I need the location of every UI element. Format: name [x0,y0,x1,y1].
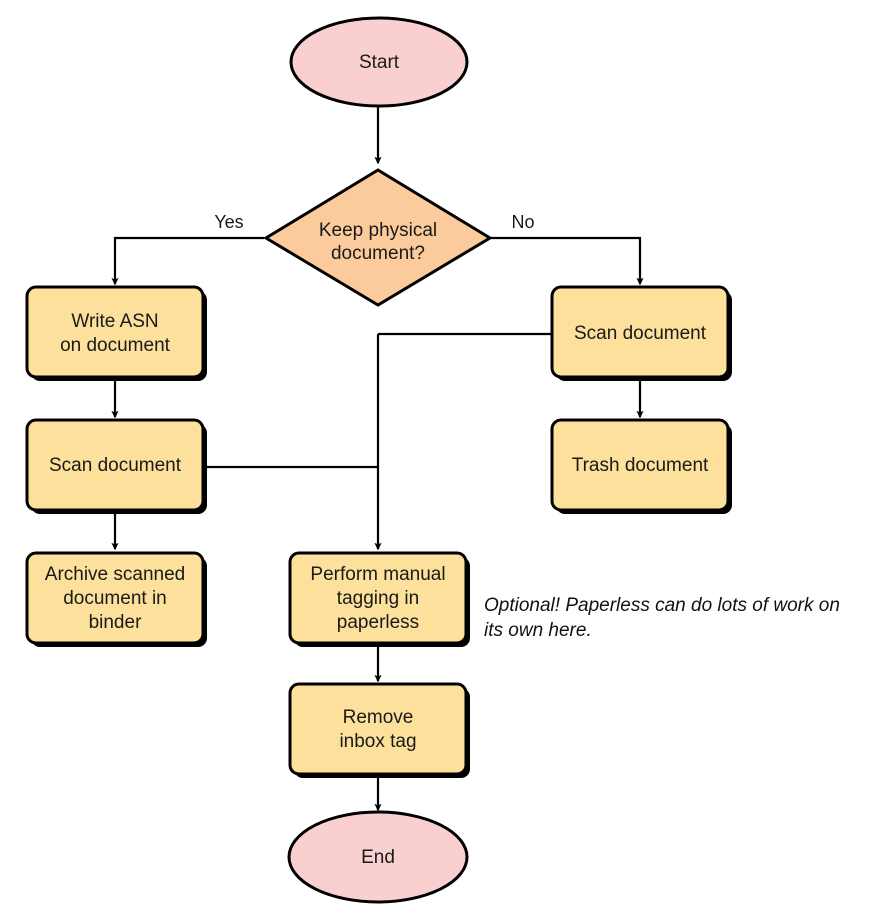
node-archive-label-line1: Archive scanned [45,564,185,585]
node-start-label: Start [359,52,400,73]
node-scan-document-right[interactable]: Scan document [550,285,732,381]
node-decision-label-line2: document? [331,243,425,264]
node-scan-document-left-label: Scan document [49,455,182,476]
node-decision-label-line1: Keep physical [319,220,437,241]
edges-layer [111,105,644,812]
node-tagging-label-line2: tagging in [337,588,419,609]
node-end[interactable]: End [287,810,469,904]
edge-label-no: No [511,212,534,232]
node-tagging-label-line1: Perform manual [310,564,445,585]
node-trash-document[interactable]: Trash document [550,418,732,514]
node-archive-label-line2: document in [63,588,167,609]
node-tagging-label-line3: paperless [337,612,419,633]
node-end-label: End [361,847,395,868]
node-scan-document-left[interactable]: Scan document [25,418,207,514]
node-perform-manual-tagging[interactable]: Perform manual tagging in paperless [288,551,470,647]
node-remove-inbox-tag[interactable]: Remove inbox tag [288,682,470,778]
note-line2: its own here. [484,620,592,641]
edge-decision-yes-to-write-asn [111,236,264,286]
node-scan-document-right-label: Scan document [574,323,707,344]
node-write-asn[interactable]: Write ASN on document [25,285,207,381]
node-write-asn-label-line2: on document [60,335,171,356]
edge-labels-layer: Yes No [214,212,534,232]
node-write-asn-label-line1: Write ASN [71,311,158,332]
node-archive-scanned-document[interactable]: Archive scanned document in binder [25,551,207,647]
node-remove-inbox-label-line1: Remove [343,707,414,728]
node-decision-keep-physical-document[interactable]: Keep physical document? [263,168,493,307]
note-line1: Optional! Paperless can do lots of work … [484,595,840,616]
annotation-note-optional: Optional! Paperless can do lots of work … [484,595,840,641]
edge-label-yes: Yes [214,212,243,232]
edge-decision-no-to-scan-right [491,236,644,286]
node-start[interactable]: Start [289,16,469,108]
node-trash-document-label: Trash document [572,455,709,476]
node-remove-inbox-label-line2: inbox tag [339,731,416,752]
node-archive-label-line3: binder [89,612,142,633]
